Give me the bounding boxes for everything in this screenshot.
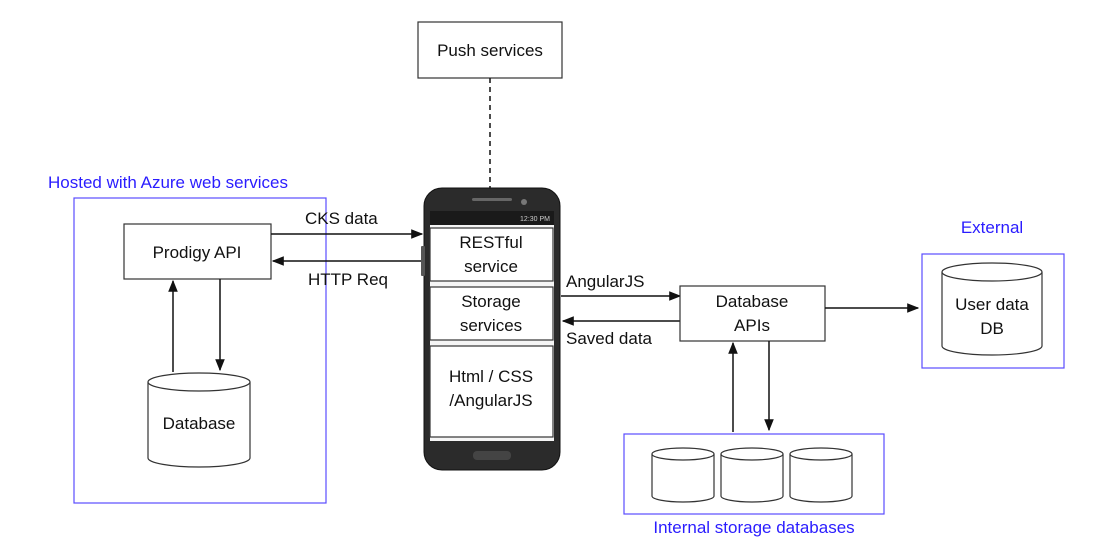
user-data-line1: User data — [955, 295, 1029, 314]
external-group-border — [921, 253, 1065, 369]
phone-status-time: 12:30 PM — [520, 216, 550, 223]
database-label: Database — [163, 414, 236, 433]
prodigy-api-label: Prodigy API — [153, 243, 242, 262]
database-cylinder — [147, 372, 251, 468]
push-services-label: Push services — [437, 41, 543, 60]
restful-line1: RESTful — [459, 233, 522, 252]
storage-services-box — [429, 286, 554, 341]
push-services-box — [417, 21, 563, 79]
storage-line2: services — [460, 316, 522, 335]
storage-line1: Storage — [461, 292, 521, 311]
html-line2: /AngularJS — [449, 391, 532, 410]
user-data-db-cylinder — [941, 262, 1043, 356]
database-apis-box — [679, 285, 826, 342]
restful-service-box — [429, 227, 554, 282]
external-group-label: External — [961, 218, 1023, 237]
cks-data-label: CKS data — [305, 209, 378, 228]
db-apis-line1: Database — [716, 292, 789, 311]
azure-group-label: Hosted with Azure web services — [48, 173, 288, 192]
internal-db-cylinder-1 — [651, 447, 715, 503]
db-apis-line2: APIs — [734, 316, 770, 335]
html-line1: Html / CSS — [449, 367, 533, 386]
restful-line2: service — [464, 257, 518, 276]
prodigy-api-box — [123, 223, 272, 280]
saved-data-label: Saved data — [566, 329, 653, 348]
internal-db-cylinder-3 — [789, 447, 853, 503]
http-req-label: HTTP Req — [308, 270, 388, 289]
internal-db-cylinder-2 — [720, 447, 784, 503]
angularjs-label: AngularJS — [566, 272, 644, 291]
html-css-box — [429, 345, 554, 438]
internal-storage-group-border — [623, 433, 885, 515]
user-data-line2: DB — [980, 319, 1004, 338]
internal-storage-group-label: Internal storage databases — [653, 518, 854, 537]
azure-group-border — [73, 197, 327, 504]
